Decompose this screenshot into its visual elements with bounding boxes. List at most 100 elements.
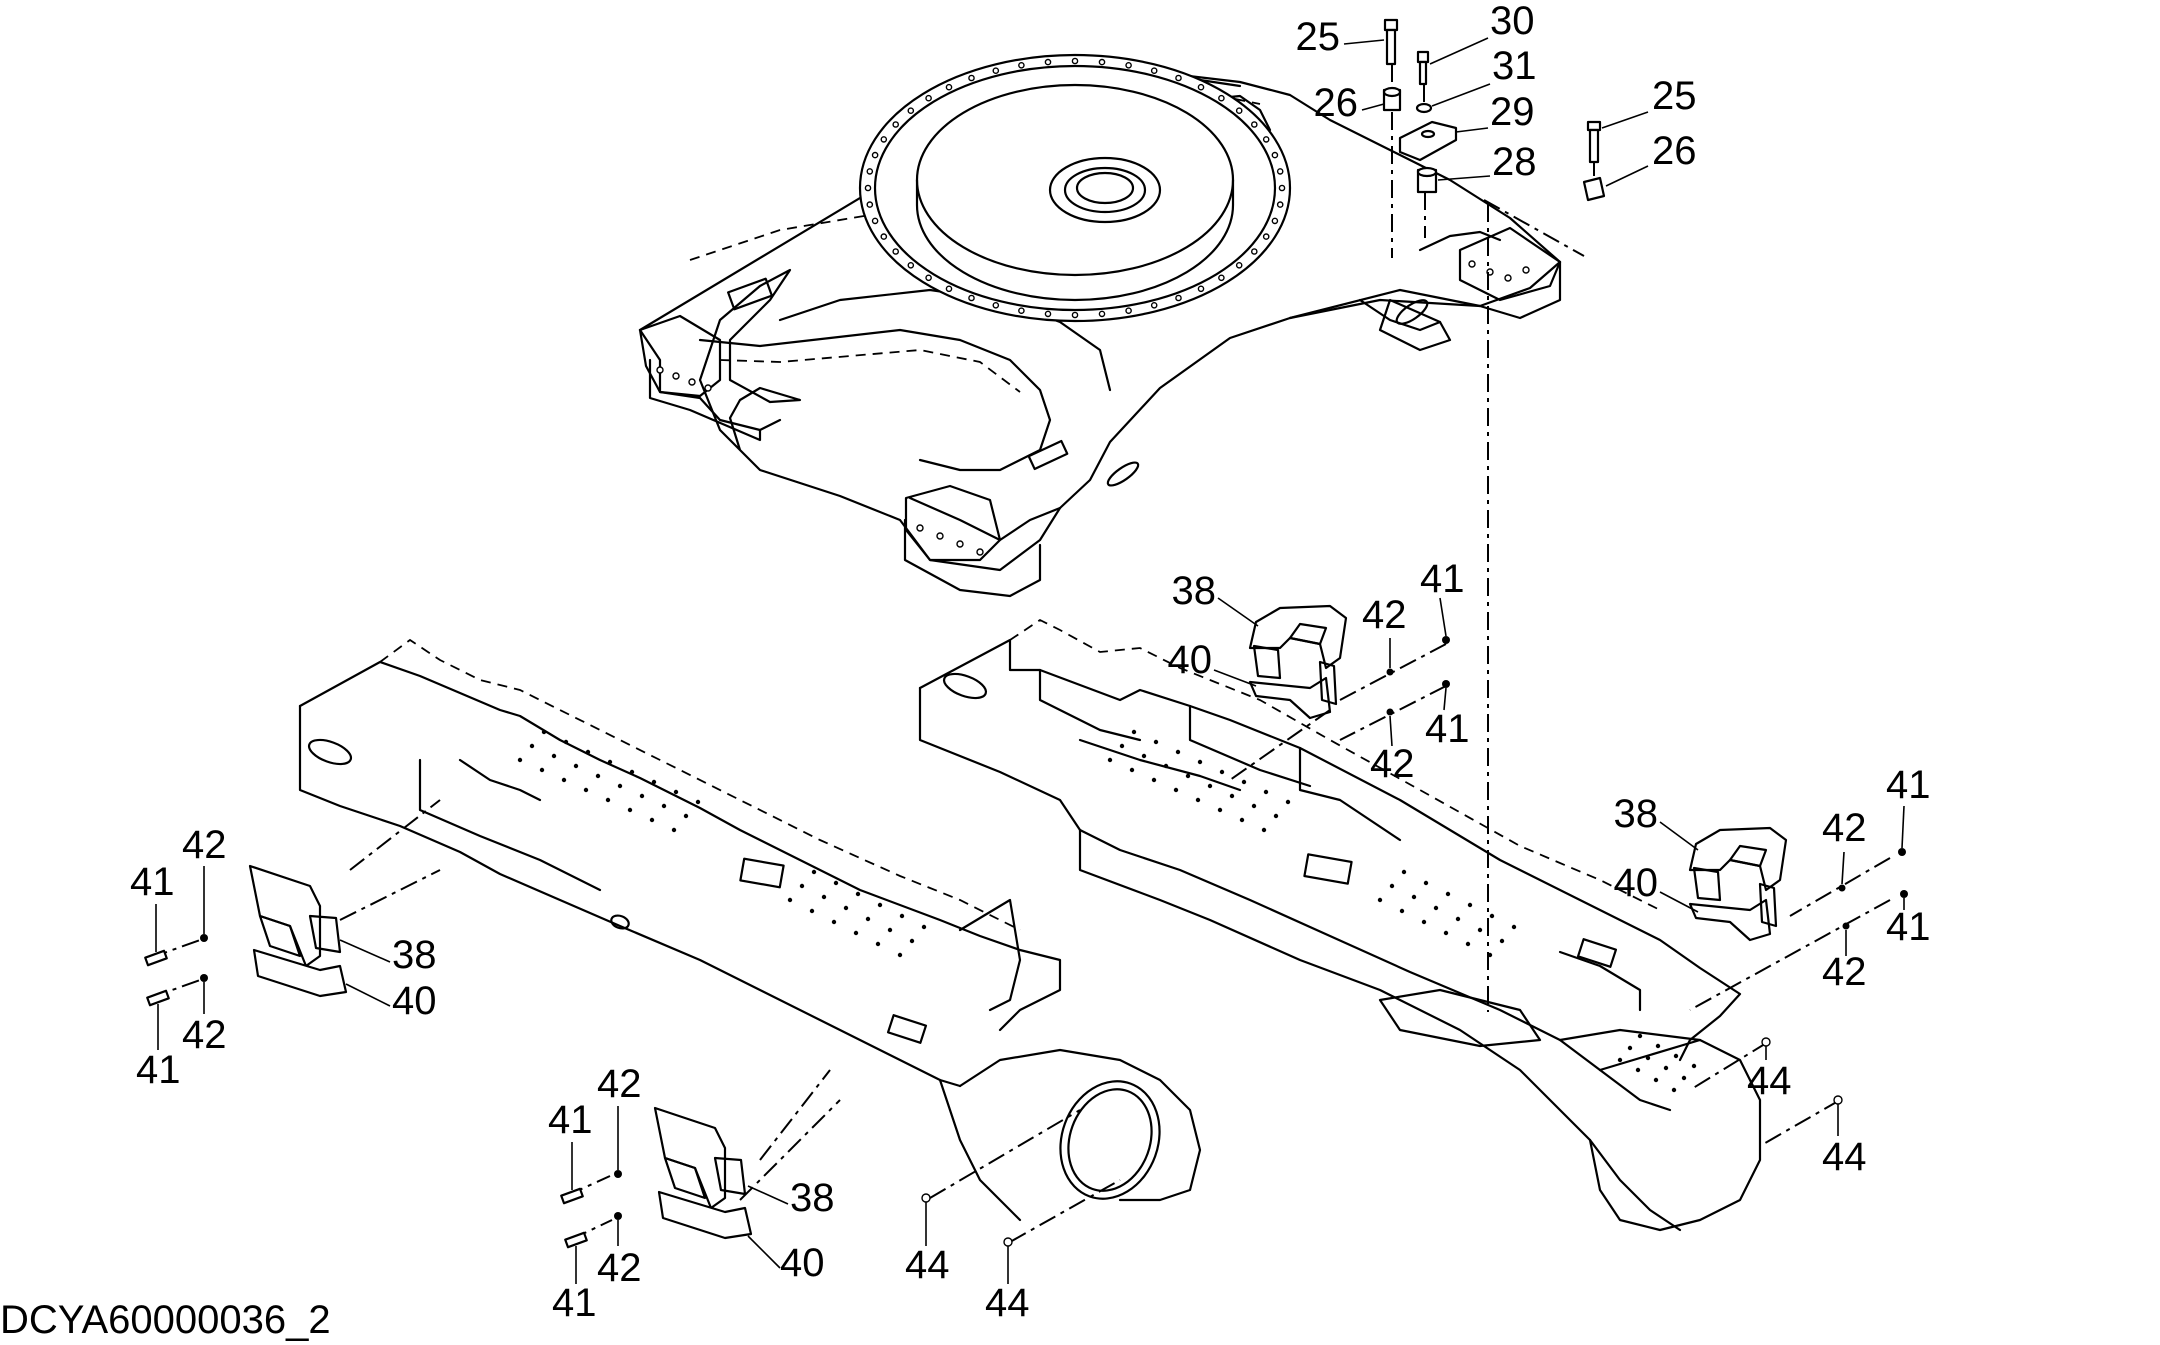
callout-25: 25 <box>1296 15 1341 59</box>
frame-hole <box>811 869 817 875</box>
frame-hole <box>1443 930 1449 936</box>
frame-hole <box>683 813 689 819</box>
frame-hole <box>639 793 645 799</box>
frame-hole <box>855 891 861 897</box>
frame-hole <box>585 749 591 755</box>
callout-42: 42 <box>1362 593 1407 637</box>
bearing-bolt-hole <box>925 94 932 102</box>
fasteners-41-42 <box>144 636 1908 1249</box>
bearing-bolt-hole <box>1251 248 1258 255</box>
frame-hole <box>1197 759 1203 765</box>
frame-hole <box>607 759 613 765</box>
frame-hole <box>517 757 523 763</box>
bearing-bolt-hole <box>864 184 872 192</box>
callout-40: 40 <box>392 979 437 1023</box>
frame-hole <box>1467 902 1473 908</box>
callout-44: 44 <box>1747 1059 1792 1103</box>
frame-hole <box>833 880 839 886</box>
plate-29 <box>1398 120 1458 162</box>
bolt-30 <box>1416 50 1430 86</box>
frame-hole <box>877 902 883 908</box>
left-side-frame <box>298 638 1202 1222</box>
frame-hole <box>595 773 601 779</box>
callout-29: 29 <box>1490 90 1535 134</box>
frame-hole <box>1273 813 1279 819</box>
callout-42: 42 <box>1370 742 1415 786</box>
frame-hole <box>1261 827 1267 833</box>
callout-41: 41 <box>136 1048 181 1092</box>
frame-hole <box>671 827 677 833</box>
frame-hole <box>821 894 827 900</box>
callout-26: 26 <box>1652 129 1697 173</box>
bearing-bolt-hole <box>992 301 1000 309</box>
bearing-bolt-hole <box>880 233 888 240</box>
bearing-bolt-hole <box>1098 310 1106 318</box>
frame-hole <box>787 897 793 903</box>
callout-44: 44 <box>905 1243 950 1287</box>
callout-41: 41 <box>130 860 175 904</box>
callout-28: 28 <box>1492 140 1537 184</box>
callout-41: 41 <box>548 1098 593 1142</box>
callout-44: 44 <box>985 1281 1030 1325</box>
right-frame-holes <box>1107 729 1697 1093</box>
frame-hole <box>695 799 701 805</box>
bearing-bolt-hole <box>1098 58 1106 66</box>
frame-hole <box>887 927 893 933</box>
bearing-bolt-hole <box>968 74 975 82</box>
frame-hole <box>1129 767 1135 773</box>
callout-38: 38 <box>1614 792 1659 836</box>
bearing-bolt-hole <box>1018 62 1025 69</box>
bearing-bolt-hole <box>1262 136 1270 143</box>
frame-hole <box>1263 789 1269 795</box>
frame-hole <box>651 779 657 785</box>
frame-hole <box>1653 1077 1659 1083</box>
step-38-40-left-front <box>248 864 348 998</box>
bushing-28 <box>1416 166 1438 194</box>
bearing-bolt-hole <box>1271 217 1279 225</box>
step-38-40-left-rear <box>653 1106 753 1240</box>
frame-hole <box>1207 783 1213 789</box>
frame-hole <box>561 777 567 783</box>
frame-hole <box>1251 803 1257 809</box>
frame-hole <box>629 769 635 775</box>
frame-hole <box>573 763 579 769</box>
frame-hole <box>1163 763 1169 769</box>
frame-hole <box>831 919 837 925</box>
callout-42: 42 <box>182 823 227 867</box>
bearing-bolt-hole <box>871 217 879 225</box>
bearing-bolt-hole <box>1071 311 1079 319</box>
callout-25: 25 <box>1652 74 1697 118</box>
frame-hole <box>865 916 871 922</box>
frame-hole <box>1239 817 1245 823</box>
frame-hole <box>799 883 805 889</box>
frame-hole <box>853 930 859 936</box>
step-38-40-right-lower <box>1688 826 1788 942</box>
frame-hole <box>1421 919 1427 925</box>
bearing-bolt-hole <box>992 67 1000 74</box>
bearing-bolt-hole <box>1262 233 1270 240</box>
leader-lines <box>155 37 1905 1284</box>
frame-hole <box>909 938 915 944</box>
frame-hole <box>1499 938 1505 944</box>
frame-hole <box>1217 807 1223 813</box>
frame-hole <box>1399 908 1405 914</box>
bearing-bolt-hole <box>1125 62 1132 69</box>
frame-hole <box>1131 729 1137 735</box>
callout-38: 38 <box>1172 569 1217 613</box>
bolt-25-right <box>1586 120 1602 164</box>
frame-hole <box>897 952 903 958</box>
bearing-bolt-hole <box>1044 310 1052 318</box>
bearing-bolt-hole <box>945 285 953 293</box>
bearing-bolt-hole <box>1175 74 1182 82</box>
frame-hole <box>673 789 679 795</box>
frame-hole <box>875 941 881 947</box>
callout-41: 41 <box>1886 763 1931 807</box>
bearing-bolt-hole <box>1235 261 1243 269</box>
frame-hole <box>1185 773 1191 779</box>
frame-hole <box>1175 749 1181 755</box>
frame-hole <box>1673 1053 1679 1059</box>
bearing-bolt-hole <box>892 248 900 255</box>
frame-hole <box>1637 1033 1643 1039</box>
frame-hole <box>1377 897 1383 903</box>
